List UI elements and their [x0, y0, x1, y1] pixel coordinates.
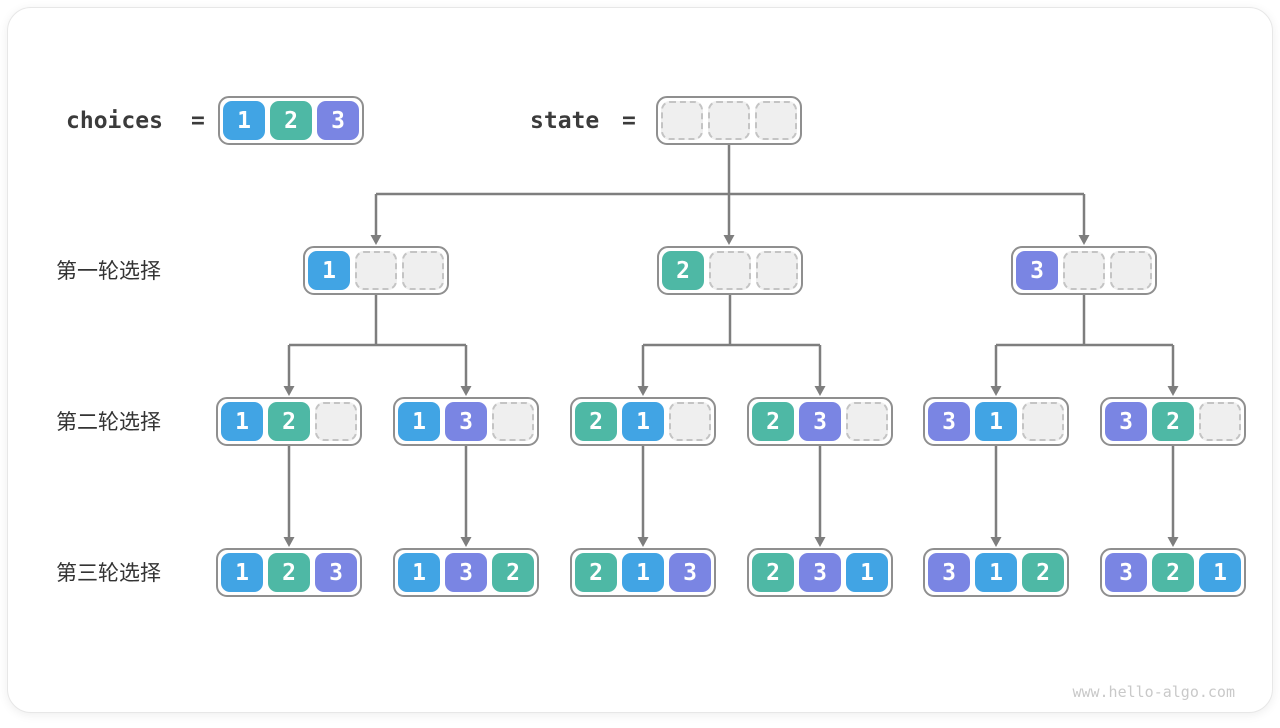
value-cell-3: 3	[799, 553, 841, 592]
value-cell-1: 1	[975, 402, 1017, 441]
value-cell-2: 2	[1152, 553, 1194, 592]
arrowhead-icon	[370, 235, 382, 245]
empty-cell	[492, 402, 534, 441]
empty-cell	[669, 402, 711, 441]
value-cell-1: 1	[975, 553, 1017, 592]
arrowhead-icon	[814, 386, 826, 396]
state-node-r1-1: 1	[303, 246, 449, 295]
value-cell-2: 2	[268, 553, 310, 592]
value-cell-1: 1	[223, 101, 265, 140]
choices-equals-sign: =	[191, 107, 205, 134]
value-cell-3: 3	[317, 101, 359, 140]
state-equals-sign: =	[622, 107, 636, 134]
arrowhead-icon	[814, 537, 826, 547]
value-cell-2: 2	[575, 553, 617, 592]
value-cell-3: 3	[799, 402, 841, 441]
empty-cell	[355, 251, 397, 290]
state-node-r1-2: 2	[657, 246, 803, 295]
value-cell-2: 2	[752, 553, 794, 592]
value-cell-1: 1	[398, 553, 440, 592]
choices-label: choices	[66, 107, 163, 134]
value-cell-3: 3	[445, 402, 487, 441]
value-cell-3: 3	[928, 553, 970, 592]
arrowhead-icon	[283, 537, 295, 547]
arrowhead-icon	[283, 386, 295, 396]
empty-cell	[1110, 251, 1152, 290]
value-cell-2: 2	[1022, 553, 1064, 592]
arrowhead-icon	[637, 386, 649, 396]
empty-cell	[661, 101, 703, 140]
value-cell-1: 1	[1199, 553, 1241, 592]
value-cell-1: 1	[308, 251, 350, 290]
arrowhead-icon	[1078, 235, 1090, 245]
empty-cell	[846, 402, 888, 441]
empty-cell	[709, 251, 751, 290]
arrowhead-icon	[637, 537, 649, 547]
state-label: state	[530, 107, 600, 134]
value-cell-2: 2	[268, 402, 310, 441]
value-cell-2: 2	[575, 402, 617, 441]
value-cell-2: 2	[662, 251, 704, 290]
value-cell-2: 2	[1152, 402, 1194, 441]
arrowhead-icon	[723, 235, 735, 245]
empty-cell	[1022, 402, 1064, 441]
value-cell-3: 3	[445, 553, 487, 592]
watermark: www.hello-algo.com	[1072, 683, 1235, 701]
empty-cell	[1199, 402, 1241, 441]
arrowhead-icon	[460, 386, 472, 396]
empty-cell	[708, 101, 750, 140]
value-cell-2: 2	[492, 553, 534, 592]
value-cell-3: 3	[1105, 553, 1147, 592]
value-cell-1: 1	[622, 402, 664, 441]
value-cell-3: 3	[928, 402, 970, 441]
value-cell-2: 2	[752, 402, 794, 441]
value-cell-2: 2	[270, 101, 312, 140]
state-node-r1-3: 3	[1011, 246, 1157, 295]
arrowhead-icon	[990, 386, 1002, 396]
empty-cell	[1063, 251, 1105, 290]
arrowhead-icon	[1167, 537, 1179, 547]
value-cell-3: 3	[1016, 251, 1058, 290]
value-cell-1: 1	[398, 402, 440, 441]
arrowhead-icon	[460, 537, 472, 547]
row-label-round-2: 第二轮选择	[56, 411, 161, 434]
empty-cell	[755, 101, 797, 140]
value-cell-1: 1	[622, 553, 664, 592]
empty-cell	[402, 251, 444, 290]
value-cell-3: 3	[1105, 402, 1147, 441]
state-array	[656, 96, 802, 145]
value-cell-1: 1	[846, 553, 888, 592]
row-label-round-3: 第三轮选择	[56, 562, 161, 585]
empty-cell	[756, 251, 798, 290]
arrowhead-icon	[990, 537, 1002, 547]
arrowhead-icon	[1167, 386, 1179, 396]
value-cell-1: 1	[221, 553, 263, 592]
value-cell-3: 3	[315, 553, 357, 592]
row-label-round-1: 第一轮选择	[56, 260, 161, 283]
empty-cell	[315, 402, 357, 441]
value-cell-1: 1	[221, 402, 263, 441]
value-cell-3: 3	[669, 553, 711, 592]
